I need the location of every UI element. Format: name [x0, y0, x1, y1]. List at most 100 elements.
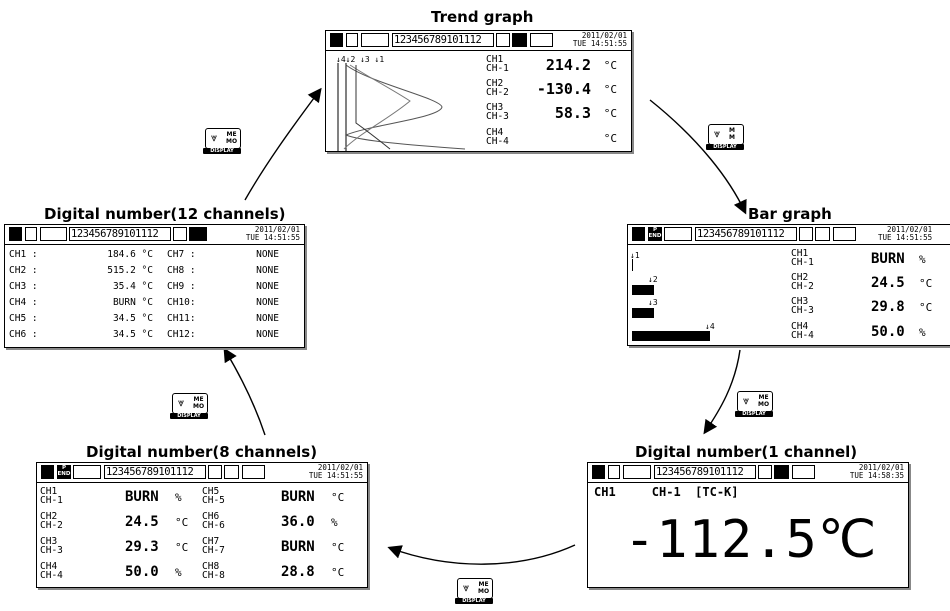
key-icon: [530, 33, 553, 47]
upload-icon: [758, 465, 772, 479]
display-key-label: DISPLAY: [735, 411, 773, 417]
d1-title: Digital number(1 channel): [635, 443, 858, 461]
upload-icon: [496, 33, 510, 47]
double-chevron-down-icon: ⩔: [211, 131, 218, 144]
key-memo: ME MO: [193, 396, 205, 410]
trend-ch2-unit: °C: [603, 83, 617, 96]
display-key-label: DISPLAY: [706, 144, 744, 150]
unlock-icon: [815, 227, 830, 241]
d8-ch3-value: 29.3: [125, 539, 159, 555]
trend-chart: [337, 63, 465, 151]
trend-line-2: [343, 64, 411, 150]
key-icon: [833, 227, 856, 241]
arrow-d8-to-d12: [223, 347, 266, 436]
display-key[interactable]: ⩔ME MO DISPLAY: [203, 128, 241, 154]
pen-icon: [346, 33, 358, 47]
d8-ch7-value: BURN: [281, 539, 315, 555]
display-key[interactable]: ⩔ ME MO DISPLAY: [170, 393, 208, 419]
channel-numbers: 123456789101112: [69, 227, 171, 241]
trend-ch3-value: 58.3: [554, 104, 591, 122]
bar-ch2-value: 24.5: [871, 275, 905, 291]
lock-icon: [774, 465, 789, 479]
channel-numbers: 123456789101112: [104, 465, 206, 479]
usb-icon: [664, 227, 692, 241]
pen-icon: [25, 227, 37, 241]
stop-icon: [9, 227, 22, 241]
arrow-d1-to-d8: [387, 544, 576, 565]
display-key[interactable]: ⩔M M DISPLAY: [706, 124, 744, 150]
stop-icon: [592, 465, 605, 479]
trend-markers: ↓4↓2 ↓3 ↓1: [336, 55, 385, 64]
key-icon: [792, 465, 815, 479]
key-icon: [242, 465, 265, 479]
bar-ch4-value: 50.0: [871, 324, 905, 340]
arrow-trend-to-bar: [649, 99, 747, 215]
bar-ch1-value: BURN: [871, 251, 905, 267]
trend-ch1-value: 214.2: [545, 56, 591, 74]
bar-2: [632, 285, 654, 295]
usb-icon: [40, 227, 67, 241]
d8-ch4-value: 50.0: [125, 564, 159, 580]
key-memo: ME MO: [478, 581, 490, 595]
bar-ch4-unit: %: [919, 326, 926, 339]
display-key-label: DISPLAY: [455, 598, 493, 604]
double-chevron-down-icon: ⩔: [178, 396, 185, 409]
d8-ch6-unit: %: [331, 516, 338, 529]
upload-icon: [173, 227, 187, 241]
arrow-d12-to-trend: [244, 87, 322, 201]
key-memo: M M: [729, 127, 735, 141]
upload-icon: [208, 465, 222, 479]
d8-ch7-unit: °C: [331, 541, 345, 554]
display-key-label: DISPLAY: [203, 148, 241, 154]
double-chevron-down-icon: ⩔: [743, 394, 750, 407]
channel-numbers: 123456789101112: [695, 227, 797, 241]
d8-ch6-value: 36.0: [281, 514, 315, 530]
unlock-icon: [224, 465, 239, 479]
usb-icon: [623, 465, 651, 479]
usb-icon: [361, 33, 389, 47]
bar-marker-3: ↓3: [648, 298, 658, 307]
stop-icon: [41, 465, 54, 479]
trend-line-3: [355, 64, 391, 150]
trend-line-1: [344, 64, 465, 150]
channel-numbers: 123456789101112: [654, 465, 756, 479]
d12-title: Digital number(12 channels): [44, 205, 286, 223]
display-key-label: DISPLAY: [170, 413, 208, 419]
bar-ch3-unit: °C: [919, 301, 933, 314]
bar-ch2-unit: °C: [919, 277, 933, 290]
arrow-bar-to-d1: [703, 349, 741, 435]
usb-icon: [73, 465, 101, 479]
display-key[interactable]: ⩔ME MO DISPLAY: [735, 391, 773, 417]
d8-ch4-unit: %: [175, 566, 182, 579]
d8-title: Digital number(8 channels): [86, 443, 318, 461]
lock-icon: [189, 227, 207, 241]
d8-ch8-value: 28.8: [281, 564, 315, 580]
trend-ch2-value: -130.4: [536, 80, 591, 98]
d8-ch1-value: BURN: [125, 489, 159, 505]
display-key[interactable]: ⩔ME MO DISPLAY: [455, 578, 493, 604]
bar-3: [632, 308, 654, 318]
upload-icon: [799, 227, 813, 241]
d8-ch3-unit: °C: [175, 541, 189, 554]
